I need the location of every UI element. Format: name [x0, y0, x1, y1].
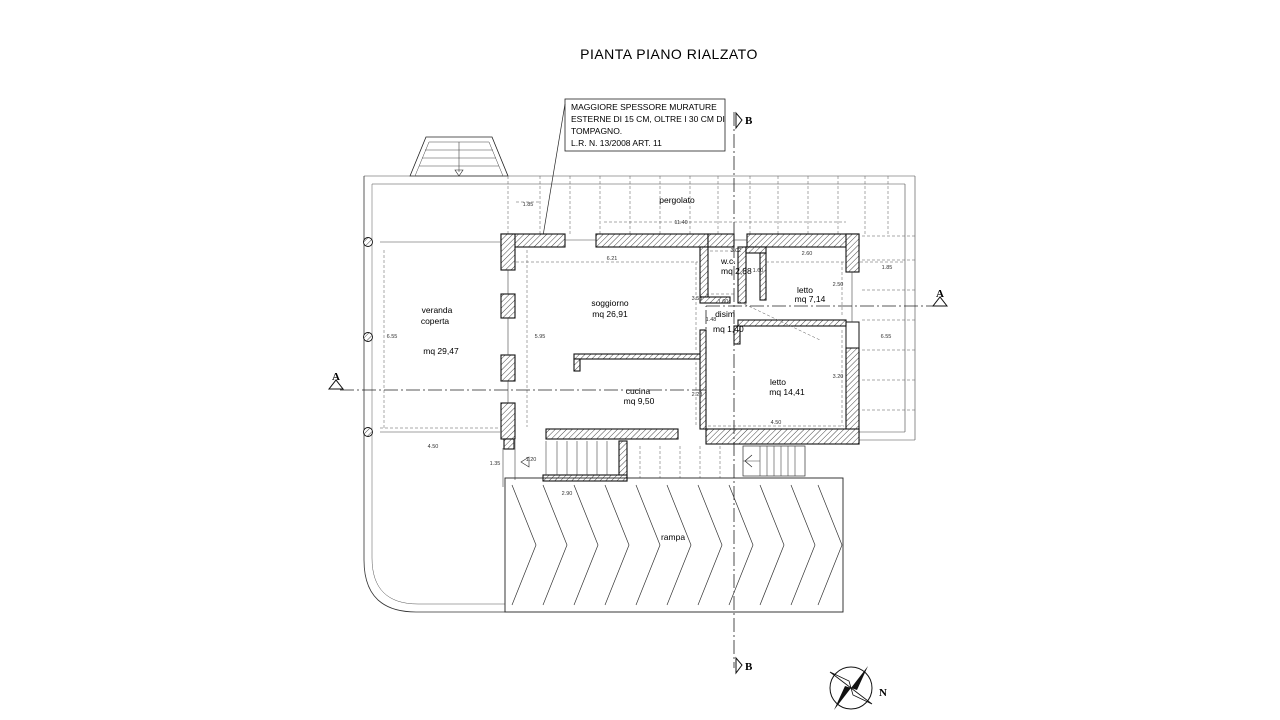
room-area-letto-large: mq 14,41 [769, 387, 805, 397]
room-area-soggiorno: mq 26,91 [592, 309, 628, 319]
entrance-dashed-area [639, 446, 721, 478]
dimension-label: 1.20 [526, 457, 537, 463]
dimension-label: 4.50 [771, 420, 782, 426]
north-compass-icon [829, 666, 873, 710]
room-label-pergolato: pergolato [659, 195, 695, 205]
room-label-disim: disim [715, 309, 735, 319]
dimension-label: 1.85 [882, 265, 893, 271]
dimension-label: 6.55 [881, 334, 892, 340]
dimension-label: 1.60 [718, 299, 729, 305]
dimension-label: 2.90 [562, 491, 573, 497]
section-axes [340, 112, 940, 668]
section-a-label: A [332, 371, 340, 383]
dimension-guides [380, 201, 905, 429]
room-label-letto-large: letto [770, 377, 786, 387]
room-label-soggiorno: soggiorno [591, 298, 629, 308]
room-area-wc: mq 2,88 [721, 266, 752, 276]
room-label-veranda: veranda [422, 305, 453, 315]
side-steps [742, 445, 806, 477]
dimension-label: 2.60 [802, 251, 813, 257]
section-marker-a-right: A [931, 288, 949, 307]
veranda-columns [363, 237, 373, 437]
note-line-4: L.R. N. 13/2008 ART. 11 [571, 138, 662, 148]
dimension-label: 4.50 [428, 444, 439, 450]
room-label-cucina: cucina [626, 386, 651, 396]
room-area-cucina: mq 9,50 [624, 396, 655, 406]
room-label-coperta: coperta [421, 316, 450, 326]
room-label-wc: w.c. [720, 256, 736, 266]
section-b-label-bottom: B [745, 661, 753, 673]
dimension-label: 11.40 [674, 220, 687, 226]
note-line-2: ESTERNE DI 15 CM, OLTRE I 30 CM DI [571, 114, 725, 124]
dimension-label: 1.60 [753, 268, 764, 274]
section-marker-b-top: B [735, 111, 753, 130]
plan-title: PIANTA PIANO RIALZATO [580, 46, 758, 62]
dimension-label: 6.21 [607, 256, 618, 262]
regulation-note: MAGGIORE SPESSORE MURATURE ESTERNE DI 15… [542, 98, 726, 237]
room-area-letto-small: mq 7,14 [795, 294, 826, 304]
dimension-label: 2.28 [692, 392, 703, 398]
room-label-rampa: rampa [661, 532, 685, 542]
terrace-outline [363, 175, 916, 613]
entrance-steps [502, 438, 628, 487]
room-area-veranda: mq 29,47 [423, 346, 459, 356]
ramp [504, 477, 844, 613]
dimension-label: 6.55 [387, 334, 398, 340]
room-label-letto-small: letto [797, 285, 813, 295]
house-walls [500, 233, 860, 445]
dimension-label: 2.50 [833, 282, 844, 288]
dimension-label: 1.48 [706, 317, 717, 323]
pergola-grid [507, 176, 915, 411]
section-marker-a-left: A [327, 371, 345, 390]
dimension-label: 3.58 [692, 296, 703, 302]
section-marker-b-bottom: B [735, 656, 753, 675]
dimension-label: 5.95 [535, 334, 546, 340]
dimension-label: 3.20 [833, 374, 844, 380]
top-exterior-stair [409, 136, 509, 177]
note-line-3: TOMPAGNO. [571, 126, 622, 136]
section-a-label-right: A [936, 288, 944, 300]
room-area-disim: mq 1,40 [713, 324, 744, 334]
dimension-label: 3.02 [731, 248, 742, 254]
north-label: N [879, 687, 887, 699]
note-line-1: MAGGIORE SPESSORE MURATURE [571, 102, 717, 112]
dimension-label: 1.35 [490, 461, 501, 467]
dimension-label: 1.85 [523, 202, 534, 208]
section-b-label: B [745, 115, 753, 127]
